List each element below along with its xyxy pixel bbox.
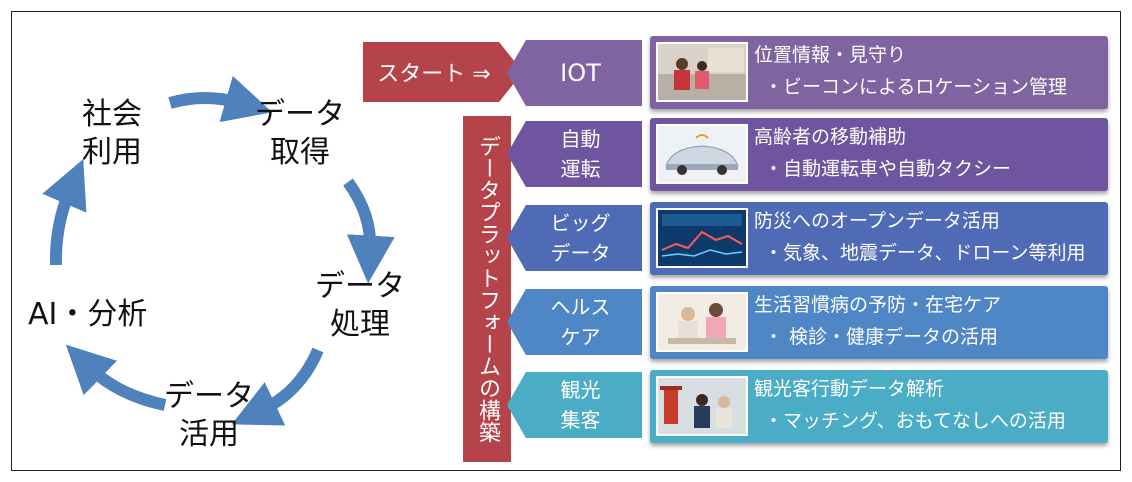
cycle-node-line: 処理 (330, 307, 390, 342)
cycle-arrow-right-lower (231, 347, 324, 426)
tourists-icon (656, 376, 748, 436)
students-walking-icon (656, 42, 748, 102)
self-driving-car-icon (656, 124, 748, 184)
card-tourism-analysis: 観光客行動データ解析 ・マッチング、おもてなしへの活用 (650, 370, 1108, 443)
card-title: 位置情報・見守り (754, 44, 907, 66)
card-detail: ・自動運転車や自動タクシー (764, 158, 1012, 180)
data-chart-screen-icon (656, 208, 748, 268)
cycle-node-data-processing: データ 処理 (315, 268, 405, 344)
category-iot: IOT (507, 40, 642, 106)
category-autonomous-driving: 自動 運転 (507, 121, 642, 187)
category-label: データ (550, 241, 611, 265)
card-title: 生活習慣病の予防・在宅ケア (754, 294, 1002, 316)
cycle-node-line: 活用 (179, 417, 239, 452)
cycle-arrow-top (168, 75, 273, 123)
healthcare-visit-icon (656, 292, 748, 352)
cycle-node-line: データ (315, 269, 405, 304)
card-detail: ・ 検診・健康データの活用 (764, 326, 999, 348)
category-label: ビッグ (550, 211, 611, 235)
cycle-node-line: データ (164, 379, 254, 414)
start-arrow-label: スタート ⇒ (363, 42, 523, 102)
category-label: 観光 (560, 378, 601, 402)
category-tourism: 観光 集客 (507, 372, 642, 438)
cycle-arrow-right-upper (343, 178, 395, 284)
card-title: 高齢者の移動補助 (754, 126, 907, 148)
category-label: 運転 (560, 157, 601, 181)
card-detail: ・マッチング、おもてなしへの活用 (764, 410, 1066, 432)
cycle-node-ai-analysis: AI・分析 (28, 296, 147, 334)
card-detail: ・気象、地震データ、ドローン等利用 (764, 242, 1086, 264)
category-label: ヘルス (550, 295, 611, 319)
card-health-prevention: 生活習慣病の予防・在宅ケア ・ 検診・健康データの活用 (650, 286, 1108, 359)
category-label: 集客 (560, 408, 601, 432)
cycle-node-line: 取得 (270, 135, 330, 170)
cycle-arrow-bottom-left (65, 344, 167, 411)
platform-vertical-label: データプラットフォームの構築 (463, 116, 511, 462)
cycle-arrow-left (42, 159, 87, 266)
card-title: 防災へのオープンデータ活用 (754, 210, 1000, 232)
cycle-node-line: 社会 (82, 97, 142, 132)
cycle-node-line: データ (255, 97, 345, 132)
cycle-node-data-acquisition: データ 取得 (255, 96, 345, 172)
category-label: IOT (560, 59, 601, 87)
category-big-data: ビッグ データ (507, 205, 642, 271)
diagram-frame (11, 11, 1121, 471)
cycle-node-line: 利用 (82, 135, 142, 170)
cycle-node-line: AI・分析 (28, 297, 148, 332)
card-title: 観光客行動データ解析 (754, 378, 945, 400)
card-detail: ・ビーコンによるロケーション管理 (764, 76, 1068, 98)
card-disaster-open-data: 防災へのオープンデータ活用 ・気象、地震データ、ドローン等利用 (650, 202, 1108, 275)
cycle-node-data-utilization: データ 活用 (164, 378, 254, 454)
category-label: 自動 (560, 127, 601, 151)
category-label: ケア (560, 325, 601, 349)
card-location-monitoring: 位置情報・見守り ・ビーコンによるロケーション管理 (650, 36, 1108, 109)
category-healthcare: ヘルス ケア (507, 289, 642, 355)
card-mobility-support: 高齢者の移動補助 ・自動運転車や自動タクシー (650, 118, 1108, 191)
cycle-node-social-use: 社会 利用 (82, 96, 142, 172)
